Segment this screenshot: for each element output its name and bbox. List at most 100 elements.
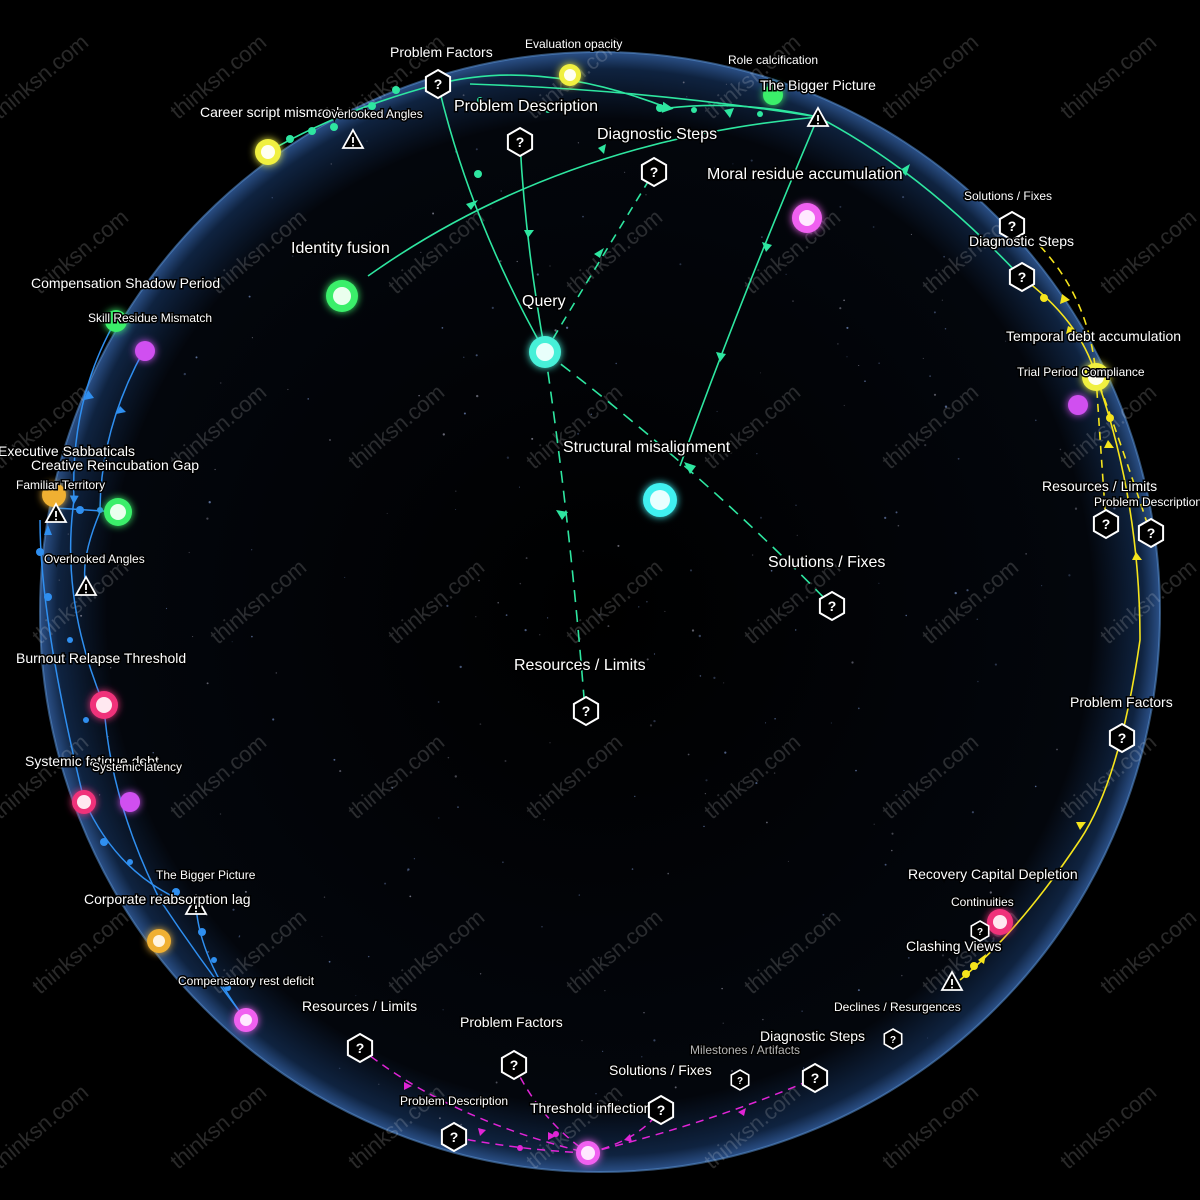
burnout-relapse-node[interactable]: Burnout Relapse Threshold — [15, 649, 188, 719]
right-resources-limits[interactable]: Resources / Limits — [1041, 477, 1159, 539]
question-hex-icon[interactable] — [640, 157, 668, 187]
compensation-shadow-node[interactable]: Compensation Shadow Period — [30, 274, 222, 332]
right-solutions-fixes[interactable]: Solutions / Fixes — [963, 188, 1054, 241]
right-problem-description[interactable]: Problem Description — [1093, 494, 1200, 548]
question-hex-icon[interactable] — [424, 69, 452, 99]
question-hex-icon[interactable] — [506, 127, 534, 157]
structural-misalignment-node[interactable]: Structural misalignment — [562, 438, 732, 517]
question-hex-icon[interactable] — [883, 1028, 903, 1050]
solutions-center-label: Solutions / Fixes — [768, 554, 885, 571]
executive-sabbaticals-node[interactable]: Executive Sabbaticals — [0, 442, 136, 507]
role-calcification-node[interactable]: Role calcification — [727, 52, 820, 105]
problem-description-center[interactable]: Problem Description — [453, 97, 600, 157]
question-hex-icon[interactable] — [1092, 509, 1120, 539]
bottom-solutions-fixes[interactable]: Solutions / Fixes — [608, 1061, 713, 1125]
executive-node-circle[interactable] — [42, 483, 66, 507]
bottom-diagnostic-steps[interactable]: Diagnostic Steps — [759, 1027, 867, 1093]
star — [756, 453, 758, 455]
question-hex-icon[interactable] — [440, 1122, 468, 1152]
star — [244, 890, 247, 893]
star — [846, 356, 848, 358]
green-dots — [286, 86, 763, 178]
systemic-latency-node[interactable]: Systemic latency — [91, 759, 184, 812]
watermark-text: thinksn.com — [1095, 204, 1200, 299]
evaluation-opacity-node[interactable]: Evaluation opacity — [524, 36, 624, 86]
star — [531, 437, 534, 440]
resources-limits-center[interactable]: Resources / Limits — [513, 656, 647, 726]
star — [802, 1067, 805, 1069]
clashing-views[interactable]: Clashing Views — [905, 937, 1003, 991]
identity-fusion-node[interactable]: Identity fusion — [290, 239, 391, 312]
question-hex-icon[interactable] — [801, 1063, 829, 1093]
clashing-label: Clashing Views — [906, 938, 1001, 954]
star — [432, 212, 435, 215]
compensatory-rest-node[interactable]: Compensatory rest deficit — [177, 973, 316, 1032]
structural-node-core — [650, 490, 670, 510]
skill-node-circle[interactable] — [135, 341, 155, 361]
green-arrowheads — [466, 108, 910, 520]
right-problem-factors[interactable]: Problem Factors — [1069, 693, 1174, 753]
threshold-inflection-node[interactable]: Threshold inflection — [529, 1099, 653, 1165]
bottom-problem-factors[interactable]: Problem Factors — [459, 1013, 564, 1080]
recovery-capital-node[interactable]: Recovery Capital Depletion — [907, 865, 1079, 935]
question-hex-icon[interactable] — [572, 696, 600, 726]
top-problem-factors[interactable]: Problem Factors — [389, 43, 494, 99]
question-hex-icon[interactable] — [647, 1095, 675, 1125]
star — [548, 796, 550, 798]
question-hex-icon[interactable] — [500, 1050, 528, 1080]
star — [687, 753, 690, 756]
bigger-picture-left[interactable]: The Bigger Picture — [155, 867, 257, 915]
question-hex-icon[interactable] — [346, 1033, 374, 1063]
star — [98, 794, 101, 796]
star — [524, 629, 527, 632]
question-hex-icon[interactable] — [1008, 262, 1036, 292]
trial-node-circle[interactable] — [1068, 395, 1088, 415]
star — [839, 205, 842, 208]
star — [476, 394, 479, 398]
star — [925, 625, 928, 628]
threshold-node-core — [581, 1146, 595, 1160]
creative-label: Creative Reincubation Gap — [31, 457, 199, 473]
systemic-fatigue-node[interactable]: Systemic fatigue debt — [24, 752, 160, 814]
declines-resurgences[interactable]: Declines / Resurgences — [833, 999, 962, 1050]
continuities[interactable]: Continuities — [950, 894, 1015, 942]
star — [505, 614, 508, 616]
corporate-reabsorption-node[interactable]: Corporate reabsorption lag — [83, 890, 252, 953]
query-node[interactable]: Query — [521, 292, 567, 368]
milestones-artifacts[interactable]: Milestones / Artifacts — [689, 1042, 802, 1091]
role-node-circle[interactable] — [763, 85, 783, 105]
trial-period-node[interactable]: Trial Period Compliance — [1016, 364, 1146, 415]
question-hex-icon[interactable] — [1137, 518, 1165, 548]
systemic-latency-circle[interactable] — [120, 792, 140, 812]
right-diagnostic-steps[interactable]: Diagnostic Steps — [968, 232, 1076, 292]
diagnostic-steps-center[interactable]: Diagnostic Steps — [596, 125, 719, 187]
creative-reincubation-node[interactable]: Creative Reincubation Gap — [30, 456, 201, 526]
bigger-picture-top[interactable]: The Bigger Picture — [759, 76, 878, 127]
bottom-problem-description[interactable]: Problem Description — [399, 1093, 510, 1152]
star — [238, 936, 240, 938]
bottom-resources-limits[interactable]: Resources / Limits — [301, 997, 419, 1063]
overlooked-angles-left[interactable]: Overlooked Angles — [43, 551, 146, 596]
star — [641, 1056, 643, 1058]
star — [321, 935, 323, 937]
star — [664, 610, 666, 612]
compensation-node-circle[interactable] — [105, 310, 127, 332]
star — [110, 667, 112, 669]
star — [454, 775, 457, 778]
star — [731, 1069, 733, 1072]
overlooked-angles-top[interactable]: Overlooked Angles — [321, 106, 424, 149]
right-problem-factors-label: Problem Factors — [1070, 694, 1173, 710]
question-hex-icon[interactable] — [1108, 723, 1136, 753]
career-script-node[interactable]: Career script mismatch — [199, 103, 345, 165]
star — [902, 196, 905, 199]
temporal-debt-node[interactable]: Temporal debt accumulation — [1005, 327, 1183, 391]
sphere-background — [40, 52, 1160, 1172]
question-hex-icon[interactable] — [730, 1069, 750, 1091]
moral-residue-node[interactable]: Moral residue accumulation — [706, 165, 904, 233]
question-hex-icon[interactable] — [818, 591, 846, 621]
solutions-fixes-center[interactable]: Solutions / Fixes — [767, 553, 887, 621]
skill-residue-node[interactable]: Skill Residue Mismatch — [87, 310, 214, 361]
overlooked-top-label: Overlooked Angles — [322, 107, 423, 121]
familiar-territory[interactable]: Familiar Territory — [15, 477, 107, 523]
